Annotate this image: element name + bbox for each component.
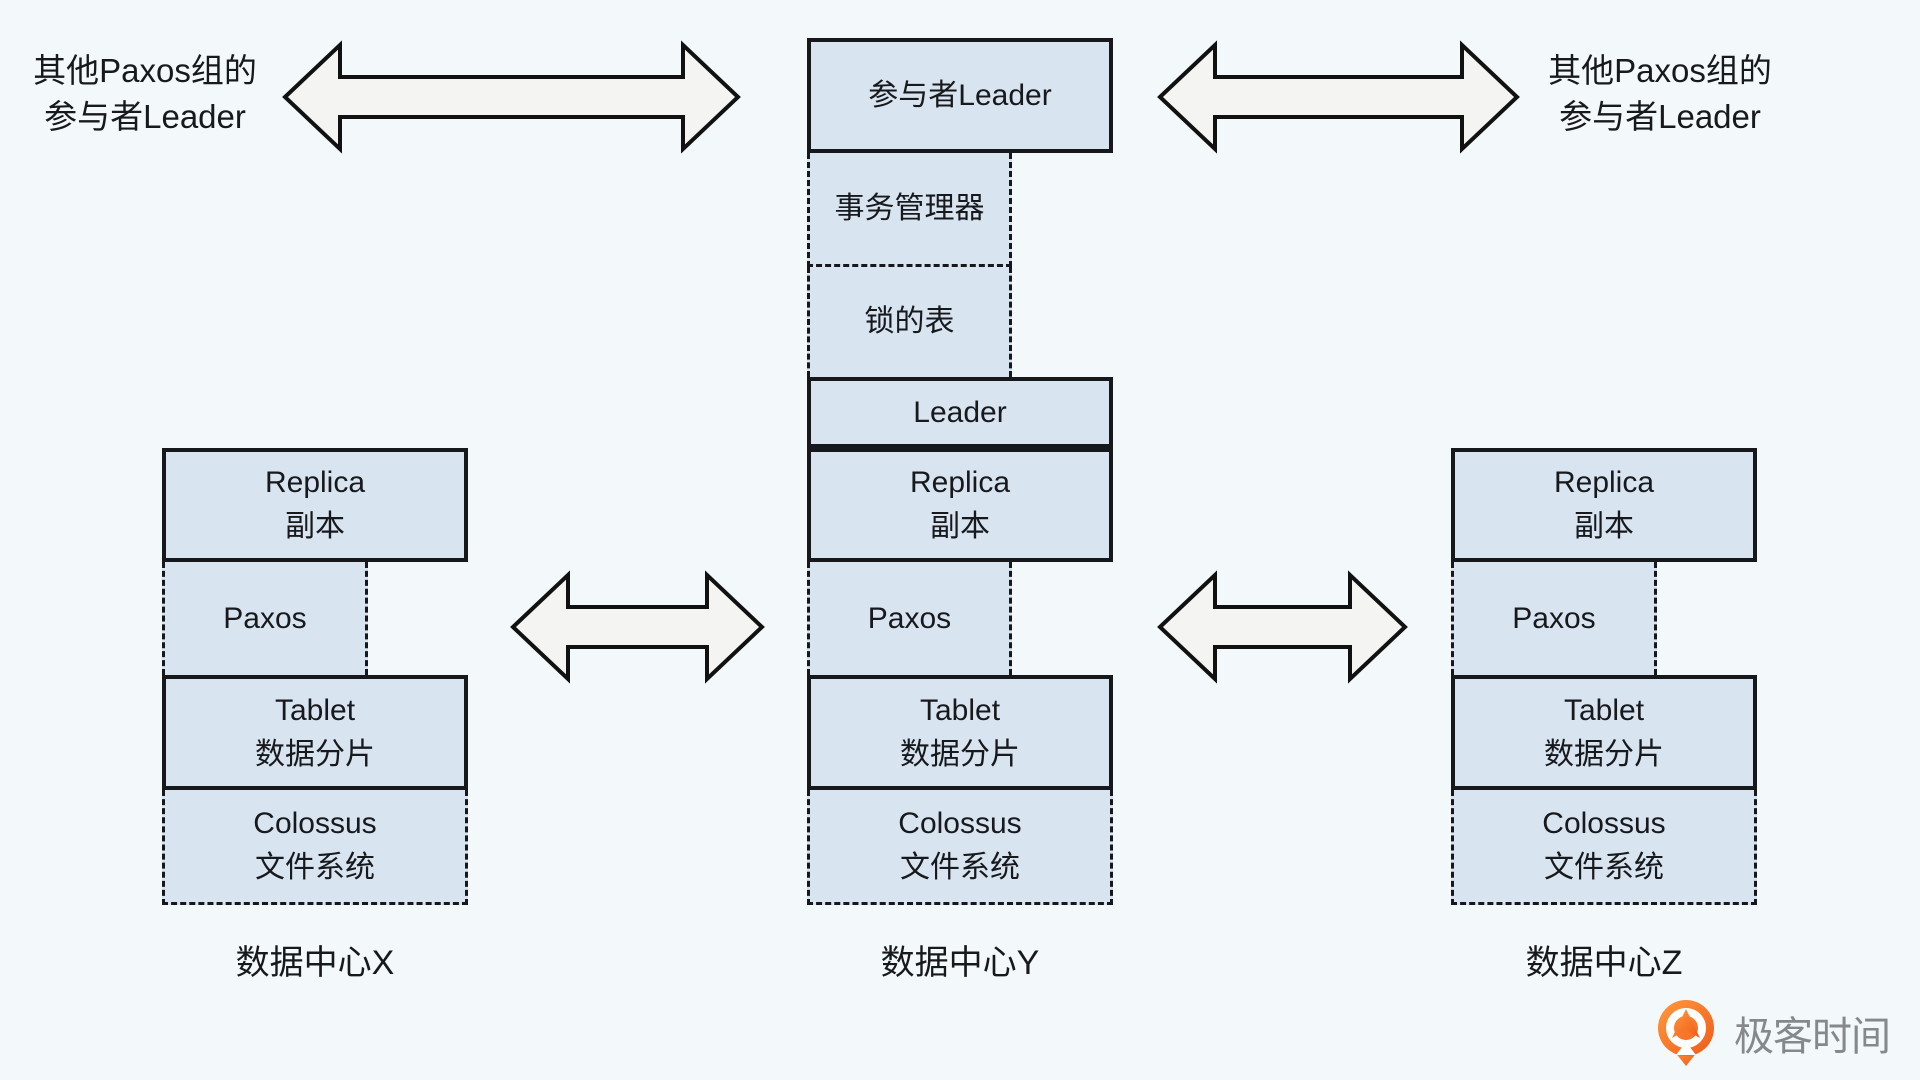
box-label: 副本	[285, 510, 345, 543]
geektime-watermark: 极客时间	[1650, 998, 1891, 1068]
double-arrow-icon	[1157, 40, 1520, 154]
box-label: Leader	[913, 395, 1007, 429]
box-label: 文件系统	[255, 851, 375, 884]
paxos-box-center: Paxos	[807, 562, 1012, 675]
box-label: Tablet	[274, 693, 356, 727]
datacenter-z-label: 数据中心Z	[1525, 944, 1683, 982]
participant-leader-box: 参与者Leader	[807, 38, 1113, 153]
box-label: Colossus	[1542, 807, 1666, 840]
tablet-box-center: Tablet 数据分片	[807, 675, 1113, 790]
datacenter-x-label: 数据中心X	[235, 944, 395, 982]
double-arrow-icon	[282, 40, 741, 154]
datacenter-y-label: 数据中心Y	[880, 944, 1040, 982]
replica-box-right: Replica 副本	[1451, 448, 1757, 562]
box-label: Paxos	[223, 601, 307, 635]
label-line: 参与者Leader	[1559, 98, 1761, 135]
lock-table-box: 锁的表	[807, 267, 1012, 377]
geektime-logo-icon	[1658, 1000, 1714, 1066]
colossus-box-right: Colossus 文件系统	[1451, 790, 1757, 905]
paxos-box-left: Paxos	[162, 562, 368, 675]
box-label: Paxos	[867, 601, 952, 635]
box-label: Tablet	[1563, 693, 1645, 727]
box-label: Replica	[909, 466, 1011, 499]
tablet-box-right: Tablet 数据分片	[1451, 675, 1757, 790]
transaction-manager-box: 事务管理器	[807, 153, 1012, 267]
replica-box-left: Replica 副本	[162, 448, 468, 562]
box-label: 锁的表	[864, 305, 955, 338]
label-line: 其他Paxos组的	[33, 52, 257, 89]
box-label: Tablet	[919, 693, 1001, 727]
leader-box: Leader	[807, 377, 1113, 448]
box-label: Replica	[1553, 466, 1655, 499]
box-label: Replica	[264, 466, 366, 499]
other-paxos-leader-label-left: 其他Paxos组的 参与者Leader	[0, 48, 295, 140]
other-paxos-leader-label-right: 其他Paxos组的 参与者Leader	[1510, 48, 1810, 140]
box-label: Colossus	[898, 807, 1022, 840]
box-label: 数据分片	[1544, 737, 1664, 771]
box-label: 副本	[930, 510, 990, 543]
box-label: Colossus	[253, 807, 377, 840]
replica-box-center: Replica 副本	[807, 448, 1113, 562]
box-label: 数据分片	[900, 737, 1020, 771]
box-label: 副本	[1574, 510, 1634, 543]
double-arrow-icon	[510, 570, 765, 684]
paxos-box-right: Paxos	[1451, 562, 1657, 675]
box-label: 文件系统	[900, 851, 1020, 884]
box-label: 事务管理器	[834, 191, 985, 225]
double-arrow-icon	[1157, 570, 1408, 684]
box-label: 参与者Leader	[868, 78, 1052, 112]
box-label: Paxos	[1512, 601, 1596, 635]
box-label: 文件系统	[1544, 851, 1664, 884]
colossus-box-left: Colossus 文件系统	[162, 790, 468, 905]
box-label: 数据分片	[255, 737, 375, 771]
label-line: 参与者Leader	[44, 98, 246, 135]
geektime-brand-text: 极客时间	[1734, 1015, 1891, 1059]
label-line: 其他Paxos组的	[1548, 52, 1772, 89]
tablet-box-left: Tablet 数据分片	[162, 675, 468, 790]
colossus-box-center: Colossus 文件系统	[807, 790, 1113, 905]
